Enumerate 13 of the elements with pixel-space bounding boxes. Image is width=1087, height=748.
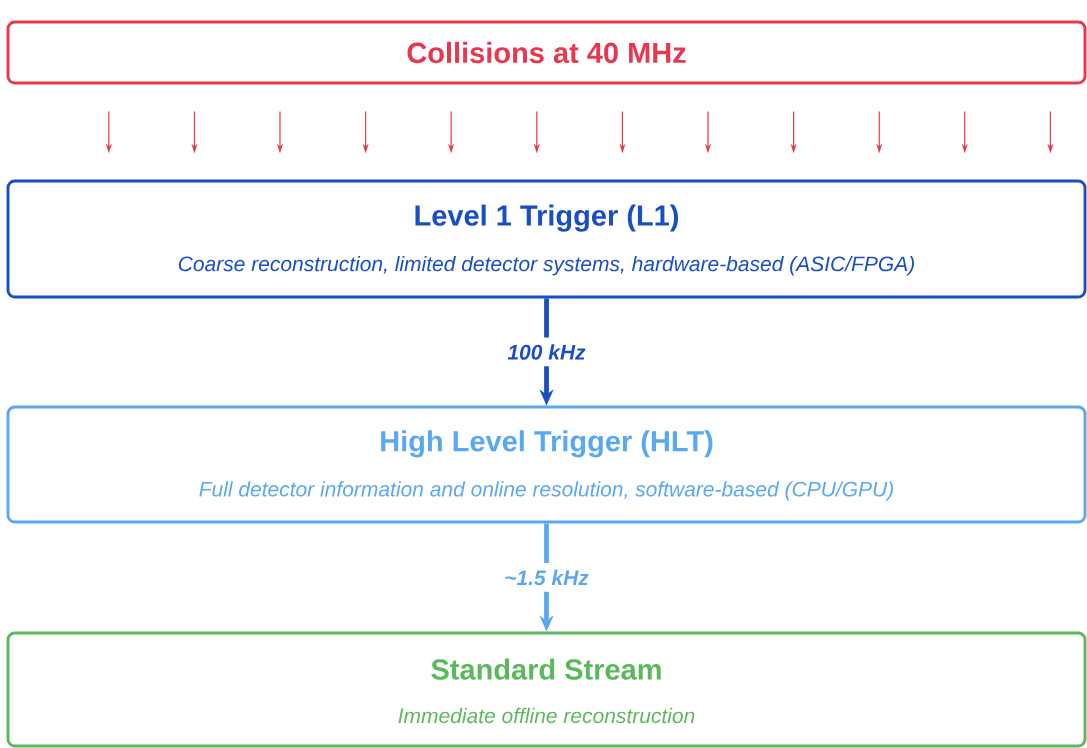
- stage-title: Standard Stream: [431, 658, 661, 680]
- stage-description: Coarse reconstruction, limited detector systems, hardware-based (ASIC/FPGA): [178, 255, 914, 276]
- stage-description: Full detector information and online resolution, software-based (CPU/GPU): [199, 481, 893, 501]
- stage-title: Level 1 Trigger (L1): [415, 204, 678, 232]
- stage-box: [6, 20, 1087, 85]
- stage-box: [6, 179, 1087, 299]
- edge-label: 100 kHz: [502, 337, 591, 367]
- edge-label: ~1.5 kHz: [498, 563, 595, 592]
- stage-box: [6, 631, 1087, 748]
- stage-description: Immediate offline reconstruction: [398, 707, 695, 724]
- stage-title: Collisions at 40 MHz: [407, 41, 686, 64]
- stage-box: [6, 405, 1087, 524]
- stage-title: High Level Trigger (HLT): [381, 430, 713, 458]
